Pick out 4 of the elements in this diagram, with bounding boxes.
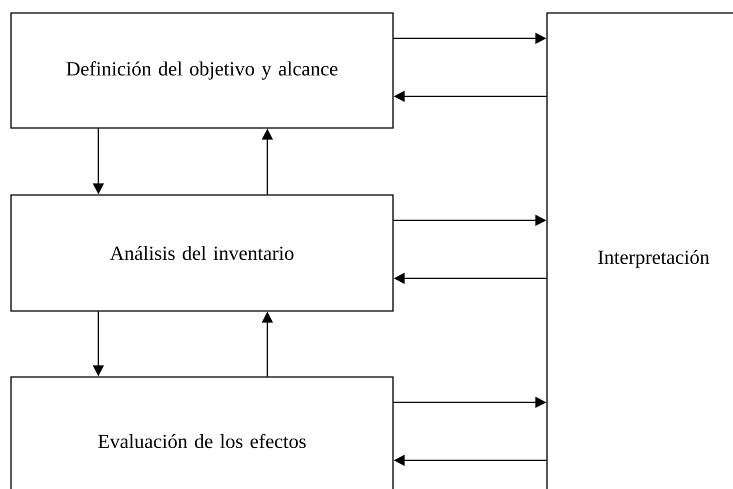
process-box: Análisis del inventario — [10, 194, 394, 312]
process-box: Definición del objetivo y alcance — [10, 12, 394, 129]
process-box: Evaluación de los efectos — [10, 376, 394, 489]
process-box: Interpretación — [546, 12, 733, 489]
